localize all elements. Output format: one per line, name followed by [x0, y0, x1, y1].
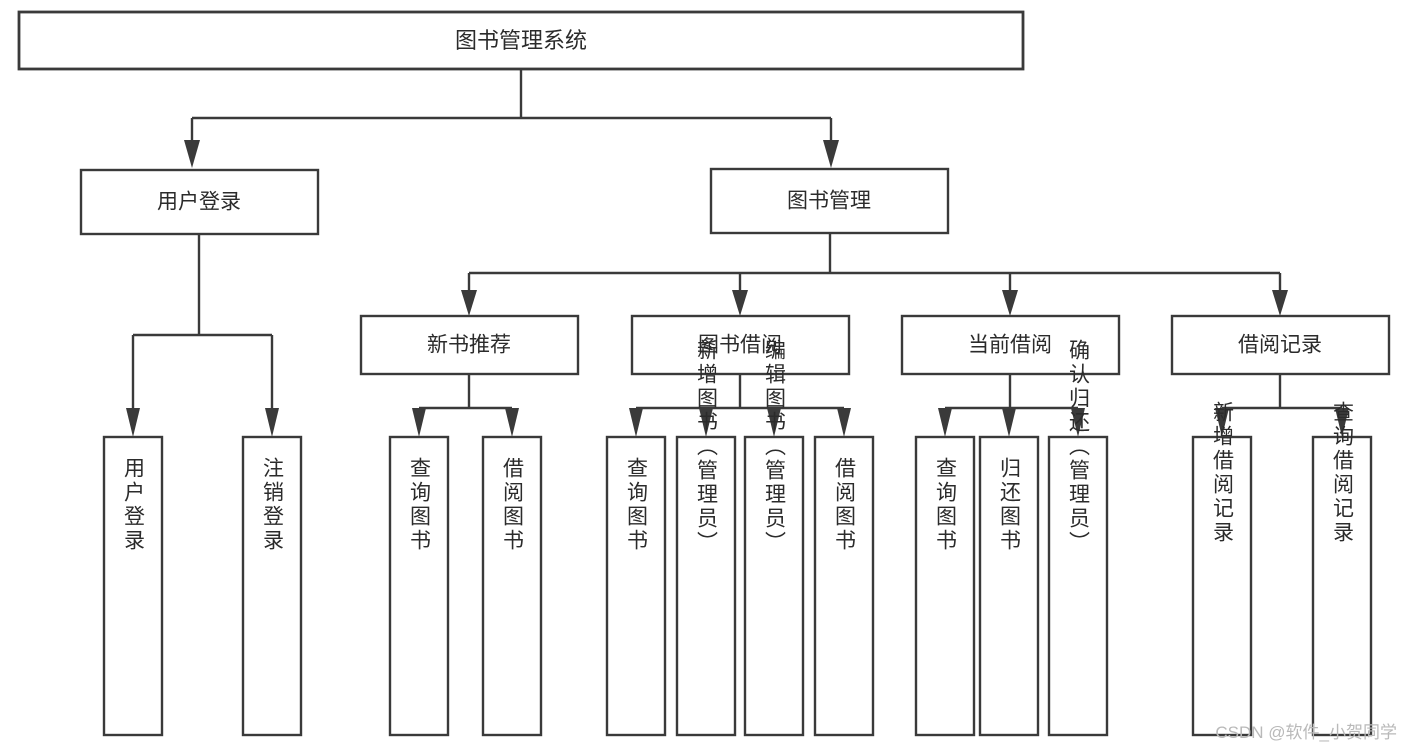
leaf-confirm-return-box[interactable]	[1047, 435, 1109, 737]
leaf-query-book-1-label: 查询图书	[408, 457, 432, 553]
csdn-watermark: CSDN @软件_小贺同学	[1215, 723, 1397, 742]
arrow-head-book-borrow	[732, 290, 748, 316]
leaf-query-book-2-box[interactable]	[605, 435, 667, 737]
leaf-edit-book[interactable]: 编辑图书（管理员）	[743, 339, 805, 737]
leaf-confirm-return-label: 确认归还（管理员）	[1067, 339, 1091, 555]
arrow-head-current-borrow	[1002, 290, 1018, 316]
leaf-borrow-book-1-box[interactable]	[481, 435, 543, 737]
node-root-label: 图书管理系统	[455, 28, 587, 53]
node-current-borrow-box[interactable]	[900, 314, 1121, 376]
leaf-query-book-2-label: 查询图书	[625, 457, 649, 553]
leaf-borrow-book-2[interactable]: 借阅图书	[813, 435, 875, 737]
leaf-logout-login[interactable]: 注销登录	[241, 435, 303, 737]
leaf-logout-login-box[interactable]	[241, 435, 303, 737]
leaf-query-book-1-box[interactable]	[388, 435, 450, 737]
leaf-borrow-book-1[interactable]: 借阅图书	[481, 435, 543, 737]
leaf-add-book-label: 新增图书（管理员）	[695, 339, 719, 555]
arrow-head-leaf-logout-login	[265, 408, 279, 437]
arrow-head-leaf-query-record	[1335, 408, 1349, 437]
leaf-user-login-label: 用户登录	[122, 457, 146, 553]
leaf-return-book[interactable]: 归还图书	[978, 435, 1040, 737]
node-user-login-box[interactable]	[79, 168, 320, 236]
node-borrow-record-label: 借阅记录	[1238, 334, 1322, 357]
node-book-manage-label: 图书管理	[787, 190, 871, 213]
leaf-edit-book-box[interactable]	[743, 435, 805, 737]
arrow-head-leaf-query-book-1	[412, 408, 426, 437]
arrow-head-leaf-query-book-3	[938, 408, 952, 437]
leaf-logout-login-label: 注销登录	[261, 457, 285, 553]
arrow-head-leaf-borrow-book-2	[837, 408, 851, 437]
arrow-head-leaf-return-book	[1002, 408, 1016, 437]
node-new-book-recommend-label: 新书推荐	[427, 334, 511, 357]
node-book-borrow-box[interactable]	[630, 314, 851, 376]
node-book-manage[interactable]: 图书管理	[709, 167, 950, 235]
arrow-head-borrow-record	[1272, 290, 1288, 316]
leaf-return-book-box[interactable]	[978, 435, 1040, 737]
leaf-query-record[interactable]: 查询借阅记录	[1311, 401, 1373, 737]
leaf-add-book-box[interactable]	[675, 435, 737, 737]
leaf-query-book-3-box[interactable]	[914, 435, 976, 737]
node-root-box[interactable]	[17, 10, 1025, 71]
leaf-add-book[interactable]: 新增图书（管理员）	[675, 339, 737, 737]
leaf-edit-book-label: 编辑图书（管理员）	[763, 339, 787, 555]
node-root[interactable]: 图书管理系统	[17, 10, 1025, 71]
leaf-borrow-book-2-label: 借阅图书	[833, 457, 857, 553]
leaf-query-book-2[interactable]: 查询图书	[605, 435, 667, 737]
node-user-login-label: 用户登录	[157, 191, 241, 214]
connector-layer	[126, 69, 1349, 437]
leaf-return-book-label: 归还图书	[998, 457, 1022, 553]
arrow-head-leaf-add-book	[699, 408, 713, 437]
leaf-add-record[interactable]: 新增借阅记录	[1191, 401, 1253, 737]
leaf-add-record-box[interactable]	[1191, 435, 1253, 737]
arrow-head-leaf-edit-book	[767, 408, 781, 437]
arrow-head-leaf-add-record	[1215, 408, 1229, 437]
arrow-head-leaf-borrow-book-1	[505, 408, 519, 437]
leaf-query-record-label: 查询借阅记录	[1331, 401, 1355, 545]
node-current-borrow-label: 当前借阅	[968, 334, 1052, 357]
arrow-head-leaf-query-book-2	[629, 408, 643, 437]
leaf-user-login-box[interactable]	[102, 435, 164, 737]
node-current-borrow[interactable]: 当前借阅	[900, 314, 1121, 376]
node-book-borrow-label: 图书借阅	[698, 334, 782, 357]
leaf-query-record-box[interactable]	[1311, 435, 1373, 737]
arrow-head-user-login	[184, 140, 200, 168]
arrow-head-leaf-user-login	[126, 408, 140, 437]
leaf-query-book-3-label: 查询图书	[934, 457, 958, 553]
node-book-manage-box[interactable]	[709, 167, 950, 235]
node-new-book-recommend-box[interactable]	[359, 314, 580, 376]
arrow-head-new-book-recommend	[461, 290, 477, 316]
leaf-add-record-label: 新增借阅记录	[1211, 401, 1235, 545]
leaf-borrow-book-2-box[interactable]	[813, 435, 875, 737]
arrow-head-leaf-confirm-return	[1071, 408, 1085, 437]
arrow-head-book-manage	[823, 140, 839, 168]
node-new-book-recommend[interactable]: 新书推荐	[359, 314, 580, 376]
node-borrow-record[interactable]: 借阅记录	[1170, 314, 1391, 376]
node-borrow-record-box[interactable]	[1170, 314, 1391, 376]
node-user-login[interactable]: 用户登录	[79, 168, 320, 236]
leaf-query-book-1[interactable]: 查询图书	[388, 435, 450, 737]
leaf-user-login[interactable]: 用户登录	[102, 435, 164, 737]
leaf-confirm-return[interactable]: 确认归还（管理员）	[1047, 339, 1109, 737]
node-book-borrow[interactable]: 图书借阅	[630, 314, 851, 376]
leaf-borrow-book-1-label: 借阅图书	[501, 457, 525, 553]
leaf-query-book-3[interactable]: 查询图书	[914, 435, 976, 737]
